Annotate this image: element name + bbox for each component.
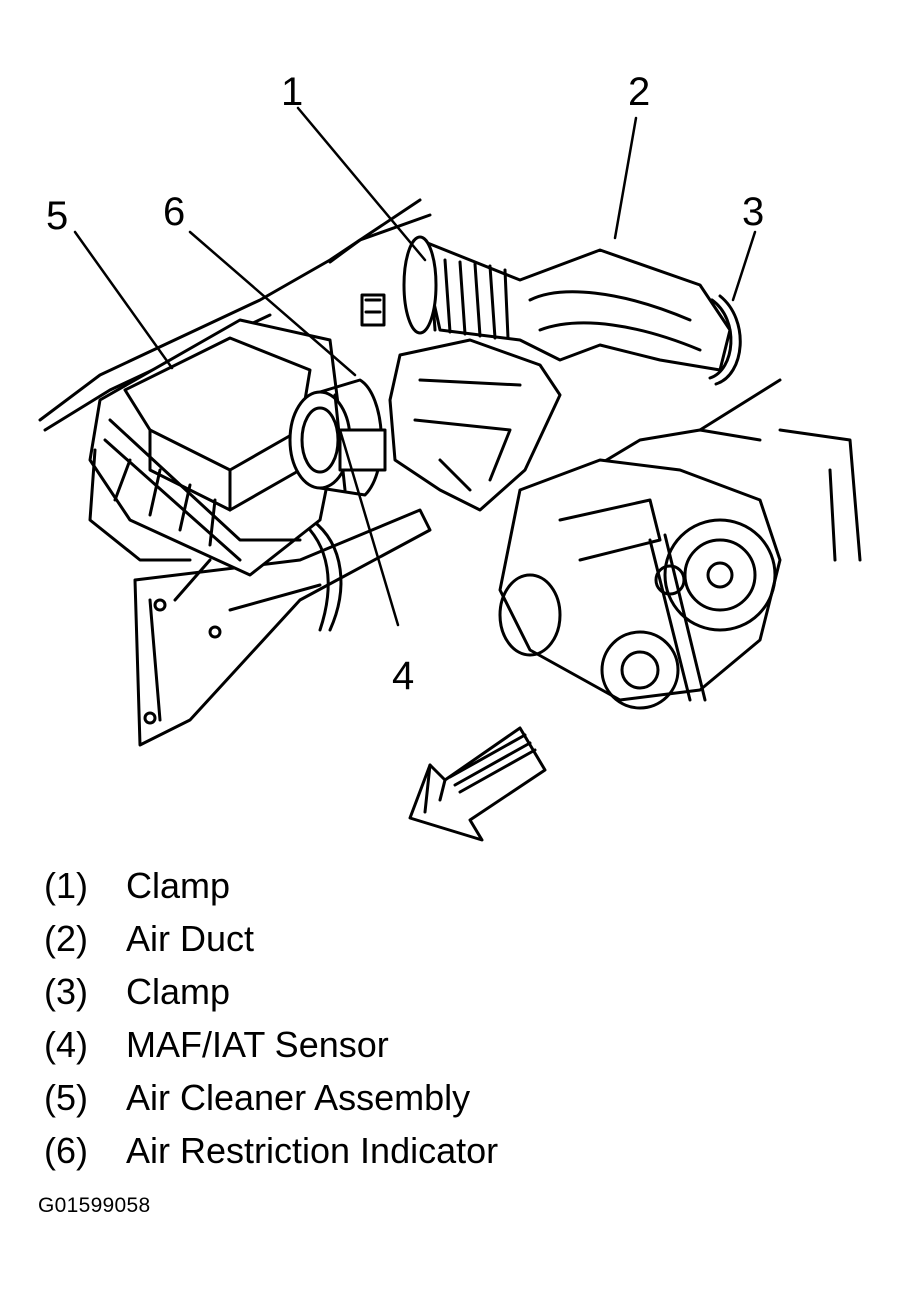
callout-leaders (73, 106, 757, 627)
legend-label: Air Duct (126, 918, 255, 959)
callout-5: 5 (46, 194, 69, 238)
legend-label: Air Restriction Indicator (126, 1130, 499, 1171)
legend-number: (6) (44, 1130, 88, 1171)
parts-legend: (1) Clamp (2) Air Duct (3) Clamp (4) MAF/IAT… (44, 862, 498, 1180)
legend-item: (3) Clamp (44, 968, 498, 1021)
legend-number: (2) (44, 918, 88, 959)
front-direction-arrow (408, 726, 547, 842)
callout-3: 3 (742, 190, 765, 234)
legend-label: MAF/IAT Sensor (126, 1024, 389, 1065)
legend-item: (5) Air Cleaner Assembly (44, 1074, 498, 1127)
mounting-bracket (133, 508, 432, 747)
legend-number: (1) (44, 865, 88, 906)
legend-number: (4) (44, 1024, 88, 1065)
legend-number: (5) (44, 1077, 88, 1118)
legend-number: (3) (44, 971, 88, 1012)
legend-label: Air Cleaner Assembly (126, 1077, 471, 1118)
legend-item: (2) Air Duct (44, 915, 498, 968)
alternator (498, 458, 782, 710)
maf-iat-sensor (288, 378, 387, 497)
engine-air-intake-illustration (38, 106, 862, 842)
legend-item: (4) MAF/IAT Sensor (44, 1021, 498, 1074)
engine-bay-frame (38, 198, 862, 562)
legend-item: (1) Clamp (44, 862, 498, 915)
air-restriction-indicator (360, 293, 386, 327)
legend-label: Clamp (126, 971, 231, 1012)
callout-2: 2 (628, 70, 651, 114)
resonator-box (388, 338, 562, 512)
callout-6: 6 (163, 190, 186, 234)
air-duct (402, 235, 742, 386)
figure-id: G01599058 (38, 1194, 151, 1217)
callout-1: 1 (281, 70, 304, 114)
legend-label: Clamp (126, 865, 231, 906)
callout-4: 4 (392, 654, 415, 698)
legend-item: (6) Air Restriction Indicator (44, 1127, 498, 1180)
